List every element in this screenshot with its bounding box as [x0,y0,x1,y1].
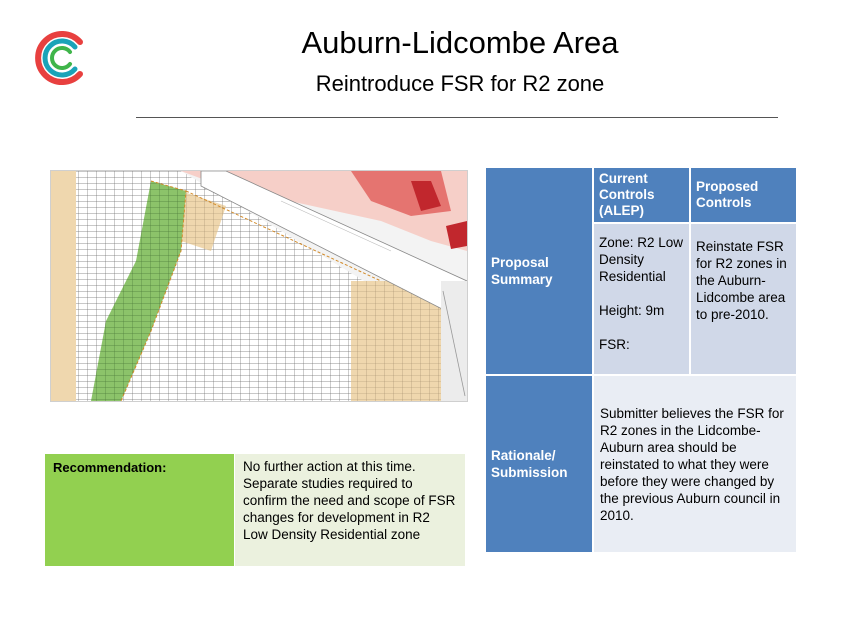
current-height: Height: 9m [599,303,665,318]
recommendation-label: Recommendation: [45,454,235,566]
header-current-controls: Current Controls (ALEP) [594,168,689,222]
title-divider [136,117,778,118]
rationale-text: Submitter believes the FSR for R2 zones … [594,376,796,552]
current-fsr: FSR: [599,337,630,352]
current-controls-cell: Zone: R2 Low Density Residential Height:… [594,224,689,374]
council-logo-icon [35,31,83,85]
rationale-label: Rationale/ Submission [486,376,592,552]
recommendation-table: Recommendation: No further action at thi… [44,453,466,567]
header-proposed-controls: Proposed Controls [691,168,796,222]
page-title: Auburn-Lidcombe Area [301,25,619,60]
recommendation-text: No further action at this time. Separate… [235,454,465,566]
proposal-table: Proposal Summary Current Controls (ALEP)… [486,168,796,552]
zoning-map [50,170,468,402]
proposal-summary-label: Proposal Summary [486,168,592,374]
proposed-controls-text: Reinstate FSR for R2 zones in the Auburn… [691,224,796,374]
page-subtitle: Reintroduce FSR for R2 zone [315,71,605,96]
current-zone: Zone: R2 Low Density Residential [599,235,684,284]
